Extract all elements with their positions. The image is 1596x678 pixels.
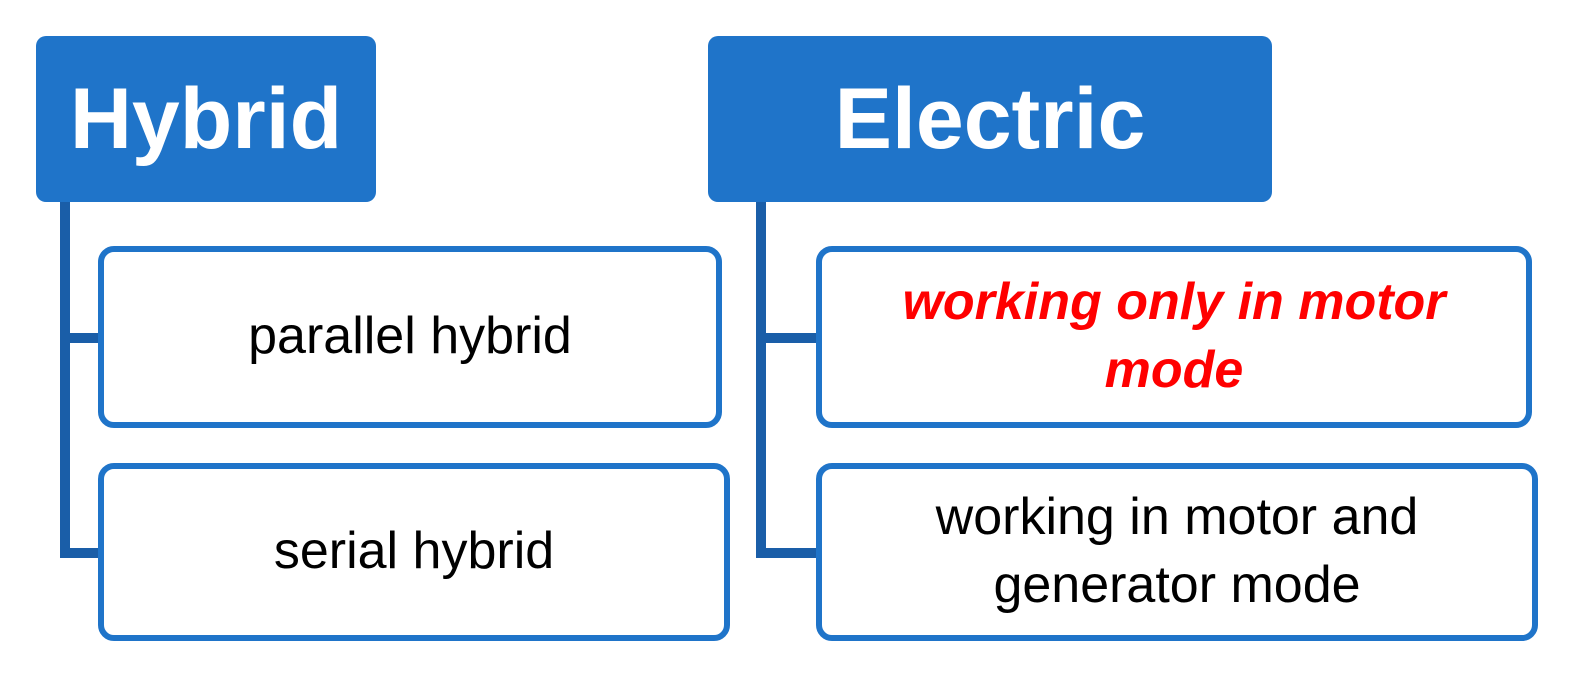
parallel-hybrid-label: parallel hybrid bbox=[248, 307, 572, 366]
electric-branch-connector-1 bbox=[756, 333, 820, 343]
hybrid-header-box: Hybrid bbox=[36, 36, 376, 202]
hybrid-header-title: Hybrid bbox=[69, 70, 343, 167]
motor-only-mode-box: working only in motor mode bbox=[816, 246, 1532, 428]
serial-hybrid-label: serial hybrid bbox=[273, 522, 555, 581]
parallel-hybrid-box: parallel hybrid bbox=[98, 246, 722, 428]
motor-generator-mode-label: working in motor and generator mode bbox=[935, 488, 1419, 614]
electric-header-title: Electric bbox=[834, 70, 1146, 167]
motor-only-mode-label: working only in motor mode bbox=[902, 273, 1446, 399]
hybrid-branch-connector-1 bbox=[60, 333, 104, 343]
serial-hybrid-box: serial hybrid bbox=[98, 463, 730, 641]
hybrid-branch-connector-2 bbox=[60, 548, 104, 558]
hybrid-trunk-connector bbox=[60, 200, 70, 558]
motor-generator-mode-box: working in motor and generator mode bbox=[816, 463, 1538, 641]
electric-branch-connector-2 bbox=[756, 548, 820, 558]
electric-header-box: Electric bbox=[708, 36, 1272, 202]
electric-trunk-connector bbox=[756, 200, 766, 558]
